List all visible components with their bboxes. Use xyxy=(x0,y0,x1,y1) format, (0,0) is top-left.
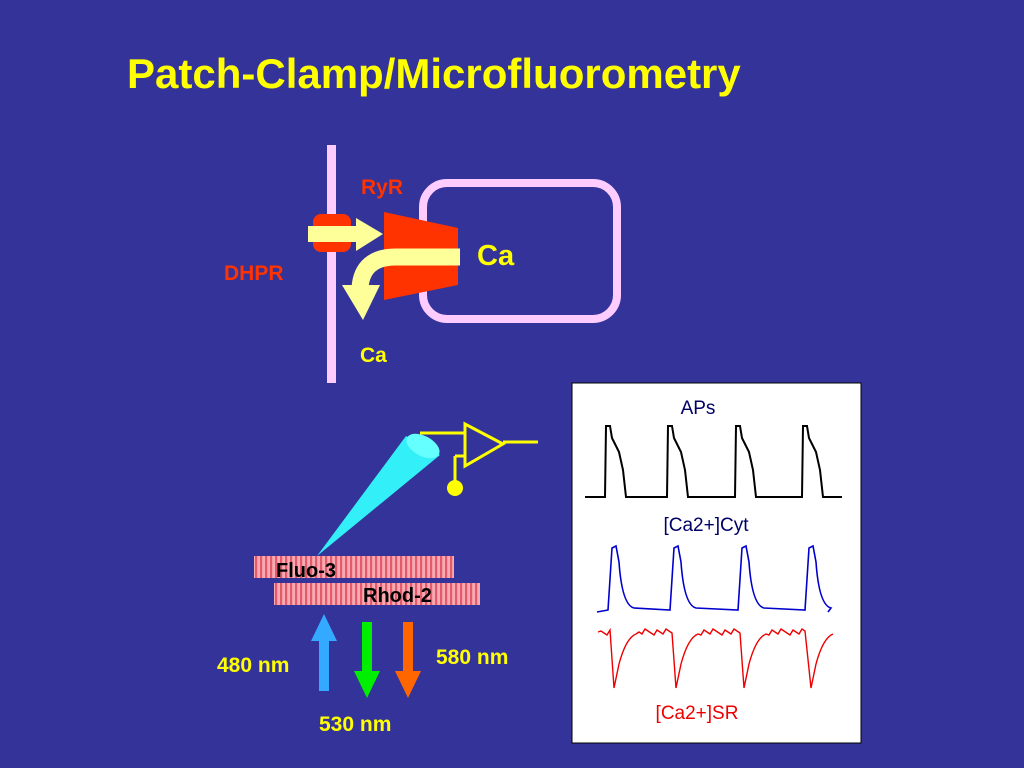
trace-panel: APs [Ca2+]Cyt [Ca2+]SR xyxy=(571,382,862,744)
sr-trace xyxy=(597,627,834,689)
wavelength-arrows: 480 nm 530 nm 580 nm xyxy=(217,614,508,736)
fluo3-label: Fluo-3 xyxy=(276,560,336,582)
excitation-label: 480 nm xyxy=(217,654,289,677)
amplifier-icon xyxy=(420,421,538,496)
pipette-tip-icon xyxy=(406,433,440,459)
recording-setup xyxy=(317,421,538,556)
trace-panel-background xyxy=(571,382,862,744)
dye-strips: Fluo-3 Rhod-2 xyxy=(254,556,480,607)
sr-ca-label: Ca xyxy=(477,240,515,272)
membrane-diagram: RyR DHPR Ca Ca xyxy=(224,145,621,383)
emission-530-label: 530 nm xyxy=(319,713,391,736)
emission-580-label: 580 nm xyxy=(436,646,508,669)
aps-label: APs xyxy=(681,398,716,419)
emission-530-arrow-down-icon xyxy=(354,622,380,698)
pipette-icon xyxy=(317,436,440,556)
coupling-arrow xyxy=(308,218,383,251)
ap-trace xyxy=(585,425,842,498)
cyt-trace xyxy=(596,544,833,613)
ca-release-arrow xyxy=(342,248,460,320)
ryr-label: RyR xyxy=(361,176,403,199)
cyt-label: [Ca2+]Cyt xyxy=(663,515,749,536)
released-ca-label: Ca xyxy=(360,344,387,367)
excitation-arrow-up-icon xyxy=(311,614,337,691)
fluo3-strip xyxy=(254,556,454,578)
slide-title: Patch-Clamp/Microfluorometry xyxy=(127,50,741,97)
dhpr-label: DHPR xyxy=(224,262,284,285)
rhod2-label: Rhod-2 xyxy=(363,585,432,607)
sr-label: [Ca2+]SR xyxy=(656,703,739,724)
rhod2-strip xyxy=(274,583,480,605)
sarcolemma-membrane xyxy=(327,145,336,383)
emission-580-arrow-down-icon xyxy=(395,622,421,698)
